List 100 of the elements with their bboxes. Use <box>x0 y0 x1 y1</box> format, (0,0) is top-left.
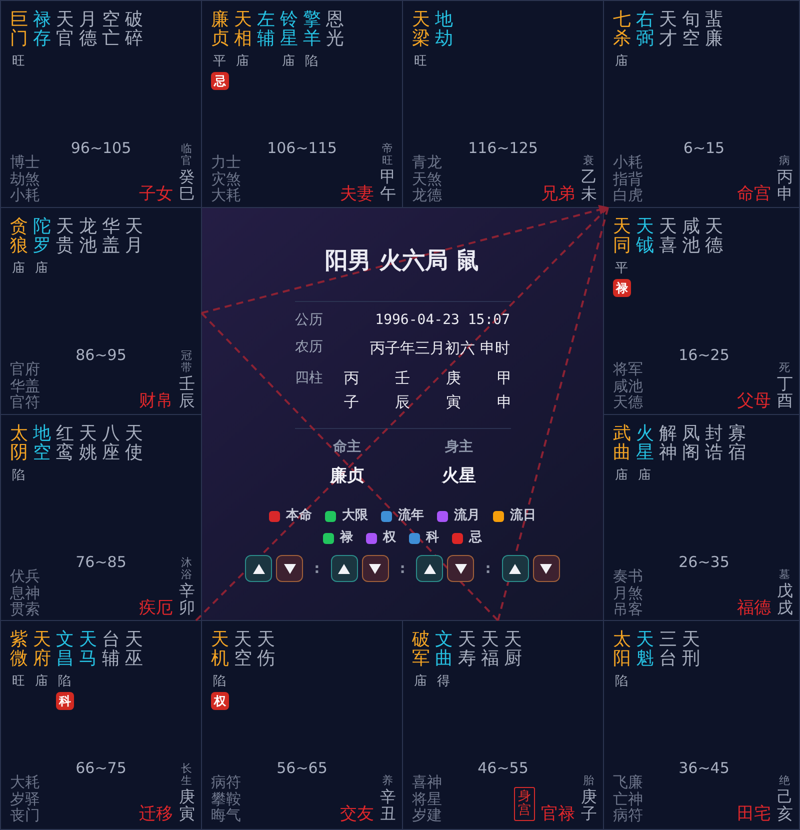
pillar-text: 丙 <box>344 369 359 387</box>
star-name: 天魁 <box>636 630 655 668</box>
pillar-text: 寅 <box>446 393 461 411</box>
palace-name: 父母 <box>737 392 771 411</box>
deity-name: 将军 <box>613 361 643 377</box>
deity-name: 劫煞 <box>10 170 40 186</box>
star-name: 月德 <box>79 10 98 48</box>
deity-name: 小耗 <box>613 154 643 170</box>
star-name: 紫微 <box>10 630 29 668</box>
legend-label: 大限 <box>342 509 368 523</box>
star-name: 天寿 <box>458 630 477 668</box>
star-name: 擎羊 <box>303 10 322 48</box>
deity-name: 丧门 <box>10 807 40 823</box>
deity-name: 月煞 <box>613 584 643 600</box>
star-name: 右弼 <box>636 10 655 48</box>
palace-cell <box>603 0 800 208</box>
pillar-text: 庚 <box>446 369 461 387</box>
stem-branch-label: 甲午 <box>380 168 397 202</box>
deity-name: 岁驿 <box>10 790 40 806</box>
deity-name: 白虎 <box>613 187 643 203</box>
star-name: 天府 <box>33 630 52 668</box>
palace-cell <box>0 620 202 830</box>
star-name: 蜚廉 <box>705 10 724 48</box>
stem-branch-label: 戊戌 <box>777 582 794 616</box>
master-value: 火星 <box>442 466 476 486</box>
star-name: 天月 <box>125 217 144 255</box>
brightness-label: 得 <box>437 674 450 689</box>
star-name: 寡宿 <box>728 424 747 462</box>
deity-name: 攀鞍 <box>211 790 241 806</box>
palace-name: 夫妻 <box>340 185 374 204</box>
palace-name: 财帛 <box>139 392 173 411</box>
field-value: 丙子年三月初六 申时 <box>370 339 510 357</box>
star-name: 武曲 <box>613 424 632 462</box>
brightness-label: 庙 <box>12 261 25 276</box>
deity-name: 岁建 <box>412 807 442 823</box>
deity-name: 大耗 <box>211 187 241 203</box>
stem-branch-label: 壬辰 <box>179 375 196 409</box>
star-name: 巨门 <box>10 10 29 48</box>
brightness-label: 庙 <box>35 674 48 689</box>
stage-label: 衰 <box>583 155 595 167</box>
star-name: 天刑 <box>682 630 701 668</box>
legend-label: 流日 <box>510 509 536 523</box>
deity-name: 喜神 <box>412 774 442 790</box>
star-name: 封诰 <box>705 424 724 462</box>
mutagen-badge: 权 <box>211 692 229 710</box>
palace-cell <box>0 207 202 415</box>
star-name: 天钺 <box>636 217 655 255</box>
star-name: 禄存 <box>33 10 52 48</box>
star-name: 天同 <box>613 217 632 255</box>
age-range: 76~85 <box>76 554 126 571</box>
stage-label: 长生 <box>181 763 193 787</box>
stage-label: 养 <box>382 775 394 787</box>
star-name: 天梁 <box>412 10 431 48</box>
age-range: 26~35 <box>678 554 730 571</box>
star-name: 红鸾 <box>56 424 75 462</box>
star-name: 龙池 <box>79 217 98 255</box>
master-label: 命主 <box>333 439 361 456</box>
star-name: 火星 <box>636 424 655 462</box>
star-name: 天喜 <box>659 217 678 255</box>
deity-name: 小耗 <box>10 187 40 203</box>
star-name: 八座 <box>102 424 121 462</box>
palace-cell <box>402 0 604 208</box>
star-name: 天贵 <box>56 217 75 255</box>
stem-branch-label: 丙申 <box>777 168 794 202</box>
deity-name: 将星 <box>412 790 442 806</box>
star-name: 天机 <box>211 630 230 668</box>
palace-cell <box>603 620 800 830</box>
legend-label: 禄 <box>340 531 353 545</box>
palace-cell <box>0 414 202 621</box>
field-label: 四柱 <box>295 370 323 387</box>
deity-name: 官符 <box>10 394 40 410</box>
stem-branch-label: 庚子 <box>581 788 598 822</box>
star-name: 台辅 <box>102 630 121 668</box>
star-name: 廉贞 <box>211 10 230 48</box>
star-name: 地劫 <box>435 10 454 48</box>
star-name: 破军 <box>412 630 431 668</box>
stem-branch-label: 庚寅 <box>179 788 196 822</box>
palace-name: 田宅 <box>737 805 771 824</box>
deity-name: 大耗 <box>10 774 40 790</box>
brightness-label: 庙 <box>615 468 628 483</box>
age-range: 116~125 <box>468 140 538 157</box>
master-value: 廉贞 <box>330 466 364 486</box>
mutagen-badge: 科 <box>56 692 74 710</box>
brightness-label: 陷 <box>12 468 25 483</box>
stem-branch-label: 己亥 <box>777 788 794 822</box>
stem-branch-label: 乙未 <box>581 168 598 202</box>
pillar-text: 甲 <box>497 369 512 387</box>
palace-name: 福德 <box>737 599 771 618</box>
star-name: 凤阁 <box>682 424 701 462</box>
star-name: 破碎 <box>125 10 144 48</box>
star-name: 地空 <box>33 424 52 462</box>
star-name: 文昌 <box>56 630 75 668</box>
stem-branch-label: 辛卯 <box>179 582 196 616</box>
deity-name: 吊客 <box>613 601 643 617</box>
mutagen-badge: 忌 <box>211 72 229 90</box>
separator-colon: : <box>400 560 406 576</box>
age-range: 86~95 <box>76 347 126 364</box>
connector-line <box>200 312 499 622</box>
star-name: 天福 <box>481 630 500 668</box>
mutagen-badge: 禄 <box>613 279 631 297</box>
